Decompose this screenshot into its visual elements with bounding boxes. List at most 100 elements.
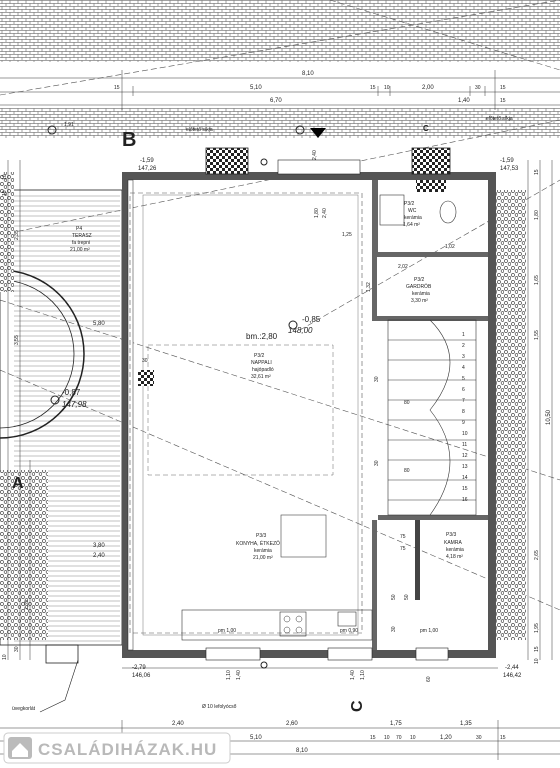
room-nappali: P3/2 NAPPALI hajópadló 32,61 m² [251,353,274,380]
svg-text:15: 15 [500,98,506,104]
svg-text:P3/2: P3/2 [404,201,415,207]
downpipe-label: Ø 10 lefolyócső [202,704,237,710]
stair-step-number: 5 [462,376,465,382]
svg-text:147,98: 147,98 [62,400,87,409]
svg-text:1,20: 1,20 [440,735,452,741]
room-gardrob: P3/2 GARDRÓB kerámia 3,30 m² [406,277,432,304]
svg-text:kerámia: kerámia [254,548,272,554]
svg-text:1,40: 1,40 [458,98,470,104]
svg-text:1,25: 1,25 [342,232,352,238]
svg-text:10: 10 [410,735,416,741]
svg-text:5,10: 5,10 [250,735,262,741]
svg-text:1,64 m²: 1,64 m² [403,222,420,228]
downpipe-marker [260,661,268,669]
svg-text:1,91: 1,91 [64,122,74,128]
svg-text:P3/3: P3/3 [446,532,457,538]
level-mark: -0,85 [302,315,321,324]
room-kamra: P3/3 KAMRA kerámia 4,18 m² [444,532,464,560]
svg-text:NAPPALI: NAPPALI [251,360,272,366]
stair-step-number: 11 [462,442,467,448]
svg-text:1,55: 1,55 [534,330,540,340]
stair-step-number: 3 [462,354,465,360]
svg-text:2,35: 2,35 [24,600,30,610]
svg-text:2,40: 2,40 [312,150,318,160]
stair-step-number: 6 [462,387,465,393]
svg-text:148,00: 148,00 [288,326,313,335]
svg-text:fa trepni: fa trepni [72,240,90,246]
svg-text:2,40: 2,40 [322,208,328,218]
svg-text:pm 0,90: pm 0,90 [340,628,358,634]
svg-text:30: 30 [476,735,482,741]
svg-text:60: 60 [426,676,432,682]
stair-step-number: 10 [462,431,468,437]
house-icon [12,743,28,757]
level-mark: -1,59 [500,158,514,164]
svg-text:1,10: 1,10 [226,670,232,680]
svg-text:pm 1,00: pm 1,00 [420,628,438,634]
section-label-b: B [122,129,136,151]
svg-text:10: 10 [2,174,8,180]
level-mark: -2,44 [505,665,519,671]
left-pebble-bed [0,470,48,640]
ceiling-height: bm.:2,80 [246,332,278,341]
glass-railing-label: üvegkorlát [12,706,36,712]
room-konyha-etkezo: P3/3 KONYHA, ÉTKEZŐ kerámia 21,00 m² [236,533,280,561]
svg-text:hajópadló: hajópadló [252,367,274,373]
left-dimension-lines [7,160,31,660]
section-arrow-top [310,128,326,138]
top-dimension-lines [0,70,560,110]
svg-text:1,80: 1,80 [534,210,540,220]
svg-text:10,50: 10,50 [546,409,552,425]
svg-text:4,18 m²: 4,18 m² [446,554,463,560]
svg-text:30: 30 [475,85,481,91]
svg-text:1,32: 1,32 [366,282,372,292]
svg-text:P3/2: P3/2 [254,353,265,359]
stair-step-number: 9 [462,420,465,426]
svg-text:1,02: 1,02 [445,244,455,250]
svg-text:pm 1,00: pm 1,00 [218,628,236,634]
svg-text:kerámia: kerámia [446,547,464,553]
svg-text:KONYHA, ÉTKEZŐ: KONYHA, ÉTKEZŐ [236,540,280,547]
svg-text:1,75: 1,75 [390,721,402,727]
svg-text:21,00 m²: 21,00 m² [253,555,273,561]
room-terasz: P4 TERASZ fa trepni 21,00 m² [70,226,92,253]
svg-text:2,40: 2,40 [93,553,105,559]
right-pebble-bed [496,190,526,640]
svg-text:15: 15 [534,169,540,175]
svg-text:30: 30 [142,358,148,364]
svg-text:30: 30 [374,460,380,466]
svg-text:10: 10 [384,85,390,91]
svg-text:147,53: 147,53 [500,166,519,172]
svg-text:10: 10 [534,658,540,664]
stair-step-number: 13 [462,464,468,470]
stair-step-number: 7 [462,398,465,404]
wc-washbasin [379,194,405,226]
level-mark: -0,87 [62,388,81,397]
stair-step-number: 16 [462,497,468,503]
stair-step-number: 2 [462,343,465,349]
top-total-dim: 8,10 [302,71,314,77]
svg-text:10: 10 [384,735,390,741]
svg-text:1,40: 1,40 [350,670,356,680]
level-marker [288,320,298,330]
terrace-round-table [0,269,85,439]
svg-text:1,40: 1,40 [236,670,242,680]
kitchen-island [280,514,327,558]
svg-text:15: 15 [114,85,120,91]
svg-text:2,65: 2,65 [534,550,540,560]
svg-text:3,80: 3,80 [93,543,105,549]
stair-step-number: 1 [462,332,465,338]
svg-text:15: 15 [370,85,376,91]
svg-text:3,30 m²: 3,30 m² [411,298,428,304]
overhang-label: előtető síkja [186,127,213,133]
chimney-right [411,147,451,175]
svg-text:80: 80 [404,400,410,406]
svg-text:2,60: 2,60 [286,721,298,727]
svg-text:70: 70 [396,735,402,741]
wc-toilet [439,200,457,224]
svg-text:KAMRA: KAMRA [444,540,462,546]
cooktop [279,611,307,637]
svg-text:3,55: 3,55 [14,335,20,345]
chimney-left [205,147,249,175]
svg-text:P4: P4 [76,226,82,232]
